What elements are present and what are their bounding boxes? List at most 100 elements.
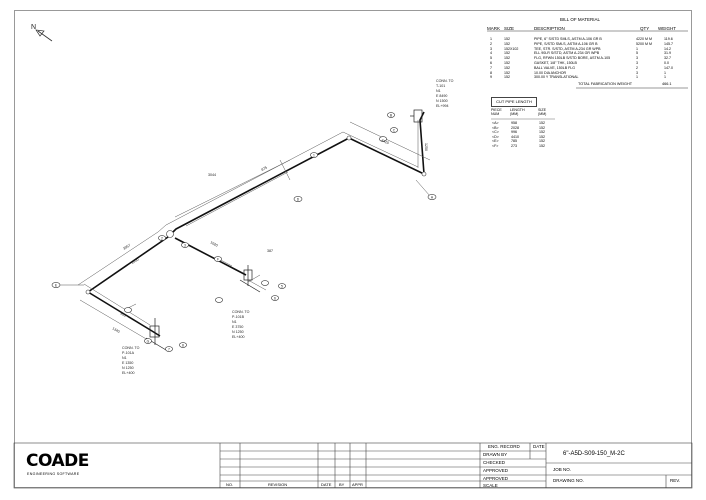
dim-1020: 1020 bbox=[210, 240, 219, 247]
bom-cell-size: 152X102 bbox=[504, 46, 519, 51]
bom-cell-size: 152 bbox=[504, 70, 510, 75]
rev-table-appr: APPR bbox=[352, 482, 363, 487]
bom-cell-size: 152 bbox=[504, 65, 510, 70]
svg-text:E 8490: E 8490 bbox=[436, 94, 447, 98]
rev-label: REV. bbox=[670, 478, 681, 483]
callout-7: 7 bbox=[168, 348, 170, 352]
svg-text:N 1500: N 1500 bbox=[436, 99, 448, 103]
dim-1340: 1340 bbox=[112, 326, 121, 333]
rev-table-date: DATE bbox=[321, 482, 332, 487]
bom-rules bbox=[487, 30, 688, 89]
rev-table-revision: REVISION bbox=[268, 482, 288, 487]
bom-cell-qty: 3 bbox=[636, 61, 638, 65]
bom-cell-weight: 1 bbox=[664, 70, 666, 75]
drawing-sheet-border bbox=[14, 10, 692, 488]
bom-cell-mark: 3 bbox=[490, 46, 492, 51]
date-label: DATE bbox=[533, 444, 545, 449]
rev-table-no: NO. bbox=[226, 482, 234, 487]
dim-4410: 4410 bbox=[381, 138, 390, 145]
callout-a: A bbox=[431, 196, 434, 200]
bom-cell-qty: 5200 M M bbox=[636, 41, 652, 46]
bom-header-weight: WEIGHT bbox=[658, 26, 676, 31]
cut-cell: 958 bbox=[511, 121, 517, 125]
north-arrow-icon bbox=[35, 29, 53, 42]
svg-text:N1: N1 bbox=[436, 89, 441, 93]
bom-cell-size: 152 bbox=[504, 56, 510, 61]
cut-header-size: SIZE (MM) bbox=[538, 108, 547, 116]
svg-text:E 1350: E 1350 bbox=[122, 361, 133, 365]
cut-cell: 152 bbox=[539, 125, 545, 130]
drawing-no-label: DRAWING NO. bbox=[553, 478, 584, 483]
svg-text:CONN. TO: CONN. TO bbox=[232, 310, 250, 314]
bom-cell-size: 152 bbox=[504, 75, 510, 80]
cut-cell: <B> bbox=[492, 125, 499, 130]
bom-cell-desc: PIPE, S/STD SMLS, ASTM A-106 GR B bbox=[534, 41, 598, 46]
dim-1000: 1000 bbox=[131, 257, 140, 264]
bom-cell-desc: FLG, RFWN 150LB S/STD BORE, ASTM A-105 bbox=[534, 56, 611, 61]
pipe-route bbox=[87, 111, 425, 337]
coade-logo: COADE bbox=[26, 451, 89, 471]
elbow-markers bbox=[85, 135, 427, 295]
bom-header-description: DESCRIPTION bbox=[534, 26, 565, 31]
connection-note-mid: CONN. TO P-101B N1 E 3750 N 1250 EL+400 bbox=[232, 310, 250, 339]
bom-cell-weight: 14.2 bbox=[664, 46, 671, 51]
bom-cell-mark: 6 bbox=[490, 61, 492, 65]
cut-cell: 785 bbox=[511, 139, 517, 144]
scale-label: SCALE bbox=[483, 483, 498, 488]
callout-b: B bbox=[390, 114, 393, 118]
bom-cell-desc: BALL VALVE, 150LB FLG bbox=[534, 65, 576, 70]
bom-cell-mark: 1 bbox=[490, 37, 492, 41]
cut-cell: <A> bbox=[492, 121, 499, 125]
bom-cell-qty: 5 bbox=[636, 51, 638, 56]
cut-cell: 996 bbox=[511, 130, 517, 135]
cut-list-title: CUT PIPE LENGTH bbox=[491, 97, 537, 107]
bom-cell-weight: 31.9 bbox=[664, 51, 671, 56]
cut-cell: 2028 bbox=[511, 125, 519, 130]
svg-text:CONN. TO: CONN. TO bbox=[122, 346, 140, 350]
svg-text:EL+994: EL+994 bbox=[436, 104, 449, 108]
bom-cell-qty: 4220 M M bbox=[636, 37, 652, 41]
bom-cell-desc: 10.00 DIA ANCHOR bbox=[534, 70, 567, 75]
cut-cell: 152 bbox=[539, 130, 545, 135]
connection-note-left: CONN. TO P-101A N1 E 1350 N 1250 EL+400 bbox=[122, 346, 140, 375]
bom-total-value: 466.1 bbox=[662, 82, 672, 86]
bom-cell-size: 152 bbox=[504, 41, 510, 46]
svg-text:E 3750: E 3750 bbox=[232, 325, 243, 329]
approved-label-1: APPROVED bbox=[483, 468, 509, 473]
cut-cell: <C> bbox=[492, 130, 499, 135]
bom-cell-weight: 145.7 bbox=[664, 41, 673, 46]
bom-header-mark: MARK bbox=[487, 26, 501, 31]
bom-cell-qty: 3 bbox=[636, 70, 638, 75]
callout-c: C bbox=[393, 129, 396, 133]
dim-3957: 3957 bbox=[122, 243, 131, 251]
bom-cell-qty: 1 bbox=[636, 46, 638, 51]
svg-text:N1: N1 bbox=[232, 320, 237, 324]
bom-header-size: SIZE bbox=[504, 26, 515, 31]
bom-cell-desc: GASKET, 1/8" THK, 150LB bbox=[534, 61, 577, 65]
svg-text:N1: N1 bbox=[122, 356, 127, 360]
bom-cell-weight: 147.0 bbox=[664, 65, 673, 70]
cut-cell: 4410 bbox=[511, 134, 519, 139]
rev-table-by: BY bbox=[339, 482, 345, 487]
bom-cell-mark: 8 bbox=[490, 70, 492, 75]
svg-text:P-101B: P-101B bbox=[232, 315, 245, 319]
svg-text:P-101A: P-101A bbox=[122, 351, 135, 355]
bom-cell-desc: 300.00 Y TRANSLATIONAL bbox=[534, 75, 579, 80]
bom-cell-mark: 5 bbox=[490, 56, 492, 61]
cut-cell: 152 bbox=[539, 144, 545, 148]
bom-cell-mark: 7 bbox=[490, 65, 492, 70]
dim-1250: 1250 bbox=[424, 143, 428, 151]
cut-header-piece: PIECE NUM bbox=[491, 108, 502, 116]
bom-cell-weight: 119.6 bbox=[664, 37, 673, 41]
callout-2: 2 bbox=[161, 237, 163, 241]
bom-cell-qty: 1 bbox=[636, 75, 638, 80]
bom-total-label: TOTAL FABRICATION WEIGHT bbox=[578, 82, 633, 86]
svg-text:EL+400: EL+400 bbox=[232, 335, 245, 339]
valve-mid-icon bbox=[239, 265, 261, 293]
svg-text:CONN. TO: CONN. TO bbox=[436, 79, 454, 83]
callout-6: 6 bbox=[274, 297, 276, 301]
checked-label: CHECKED bbox=[483, 460, 506, 465]
callout-e: E bbox=[55, 284, 58, 288]
cut-cell: 152 bbox=[539, 121, 545, 125]
